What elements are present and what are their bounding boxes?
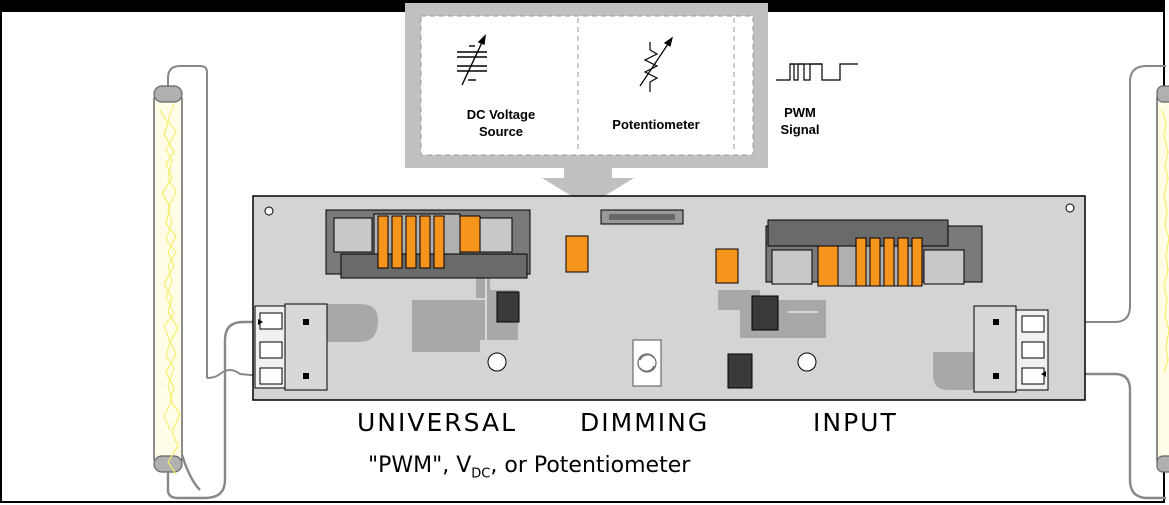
pwm-waveform-icon bbox=[776, 63, 858, 81]
right-lamp bbox=[1048, 65, 1169, 500]
output-connector-left[interactable] bbox=[254, 303, 328, 391]
connector-right-main bbox=[765, 219, 983, 287]
title-word-input: INPUT bbox=[813, 408, 898, 437]
inverter-board bbox=[252, 195, 1086, 401]
option-label-pwm-line1: PWM bbox=[784, 105, 816, 120]
left-lamp bbox=[153, 65, 263, 500]
title-word-universal: UNIVERSAL bbox=[357, 408, 518, 437]
option-label-dc-line1: DC Voltage bbox=[466, 107, 536, 122]
option-label-pwm-line2: Signal bbox=[780, 122, 820, 137]
option-label-pwm: PWM Signal bbox=[744, 104, 856, 138]
dimming-options-panel bbox=[405, 3, 768, 206]
potentiometer-icon bbox=[639, 36, 673, 92]
subtitle: "PWM", VDC, or Potentiometer bbox=[368, 453, 690, 481]
title-word-dimming: DIMMING bbox=[580, 408, 710, 437]
down-arrow-icon bbox=[542, 168, 634, 206]
option-label-dc-line2: Source bbox=[478, 124, 524, 139]
subtitle-part2: , or Potentiometer bbox=[490, 453, 691, 478]
option-label-dc: DC Voltage Source bbox=[432, 106, 570, 140]
option-label-pot: Potentiometer bbox=[584, 116, 728, 133]
subtitle-subscript: DC bbox=[471, 466, 491, 482]
option-label-pot-line1: Potentiometer bbox=[612, 117, 700, 132]
chip bbox=[727, 353, 753, 389]
trim-potentiometer bbox=[632, 339, 662, 387]
chip bbox=[496, 291, 520, 323]
subtitle-part1: "PWM", V bbox=[368, 453, 472, 478]
variable-capacitor-icon bbox=[457, 34, 487, 86]
connector-center-top bbox=[565, 209, 739, 284]
output-connector-right[interactable] bbox=[973, 305, 1049, 393]
connector-left-main bbox=[325, 209, 531, 279]
chip bbox=[751, 295, 779, 331]
